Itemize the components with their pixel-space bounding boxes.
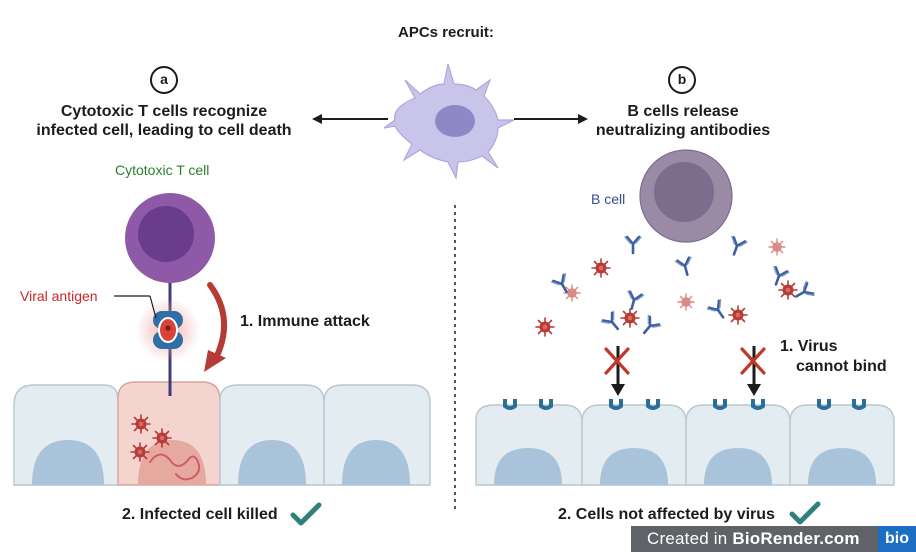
virus-icon: [130, 442, 150, 462]
virus-icon: [620, 308, 640, 328]
antibody-icon: [636, 314, 662, 340]
antibody-icon: [790, 280, 816, 305]
virus-icon: [728, 305, 748, 325]
apc-cell: [383, 63, 515, 181]
b-cell-label: B cell: [591, 191, 626, 207]
t-cell: [125, 193, 215, 396]
check-icon: [290, 502, 322, 526]
epithelium-left: [13, 381, 431, 486]
antibody-icon: [623, 235, 643, 255]
virus-icon: [131, 414, 151, 434]
biorender-watermark[interactable]: Created in BioRender.com bio: [631, 526, 916, 552]
antigen-leader-line: [149, 295, 157, 319]
blocked-arrow-2: [740, 346, 766, 396]
virus-cannot-bind-line1: 1. Virus: [780, 338, 838, 355]
antigen-complex: [136, 298, 200, 362]
cells-not-affected-label: 2. Cells not affected by virus: [558, 506, 775, 523]
virus-icon: [591, 258, 611, 278]
virus-icon: [677, 293, 695, 311]
epithelium-right: [475, 399, 895, 486]
antibody-icon: [674, 255, 697, 279]
b-cell: [639, 149, 733, 243]
biorender-logo-icon: bio: [878, 526, 916, 552]
panel-b-title-line2: neutralizing antibodies: [595, 122, 771, 139]
apc-arrow-right: [514, 114, 588, 124]
check-icon: [789, 501, 821, 525]
virus-icon: [778, 280, 798, 300]
antibody-icon: [600, 310, 626, 336]
panel-b-title-line1: B cells release: [627, 103, 739, 120]
viral-antigen-label: Viral antigen: [20, 288, 98, 304]
badge-a-label: a: [160, 71, 168, 87]
epithelial-cell: [323, 384, 431, 486]
immune-attack-label: 1. Immune attack: [240, 313, 370, 330]
immune-attack-arrow: [204, 282, 227, 372]
panel-a-title-line2: infected cell, leading to cell death: [36, 122, 292, 139]
epithelial-cell: [475, 404, 583, 486]
blocked-arrow-1: [604, 346, 630, 396]
apc-arrow-left: [312, 114, 388, 124]
epithelial-cell: [685, 404, 791, 486]
epithelial-cell: [789, 404, 895, 486]
badge-b-circle: [668, 66, 696, 94]
virus-icon: [535, 317, 555, 337]
panel-a-title-line1: Cytotoxic T cells recognize: [60, 103, 268, 120]
epithelial-cell: [219, 384, 325, 486]
epithelial-cell: [581, 404, 687, 486]
panel-a-title: Cytotoxic T cells recognize infected cel…: [14, 102, 314, 140]
virus-cannot-bind-label: 1. Virus cannot bind: [780, 337, 887, 377]
t-cell-label: Cytotoxic T cell: [115, 162, 210, 178]
antibody-icon: [706, 298, 732, 324]
antibody-icon: [725, 235, 749, 259]
badge-b-label: b: [677, 71, 687, 87]
antibody-icon: [767, 265, 791, 289]
panel-b-title: B cells release neutralizing antibodies: [583, 102, 783, 140]
badge-a-circle: [150, 66, 178, 94]
virus-icon: [768, 238, 786, 256]
virus-icon: [152, 428, 172, 448]
header-title: APCs recruit:: [398, 24, 494, 41]
infected-cell: [117, 381, 221, 486]
infected-cell-killed-label: 2. Infected cell killed: [122, 506, 278, 523]
watermark-text: Created in BioRender.com: [647, 529, 860, 548]
antibody-icon: [622, 289, 645, 313]
epithelial-cell: [13, 384, 119, 486]
virus-cannot-bind-line2: cannot bind: [796, 358, 887, 375]
